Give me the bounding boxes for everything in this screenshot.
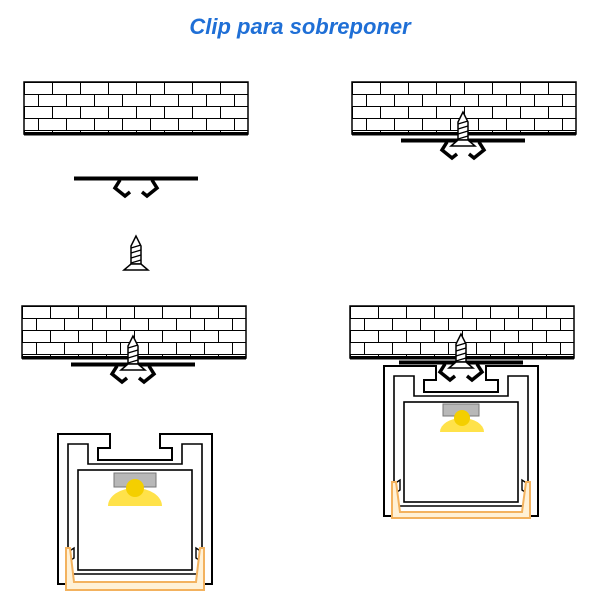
screw-icon	[123, 235, 149, 271]
mounting-clip	[72, 174, 200, 198]
led-profile	[383, 365, 539, 517]
step-1-wall-clip-screw	[23, 81, 249, 271]
step-5-profile	[57, 433, 213, 591]
diffuser	[391, 481, 531, 519]
step-3-clip-screwed	[21, 305, 247, 384]
step-4-profile-attached	[349, 305, 575, 519]
diffuser	[65, 547, 205, 591]
page-title: Clip para sobreponer	[189, 14, 411, 39]
step-2-clip-screwed	[351, 81, 577, 160]
brick-wall	[23, 81, 249, 137]
led-profile	[57, 433, 213, 585]
